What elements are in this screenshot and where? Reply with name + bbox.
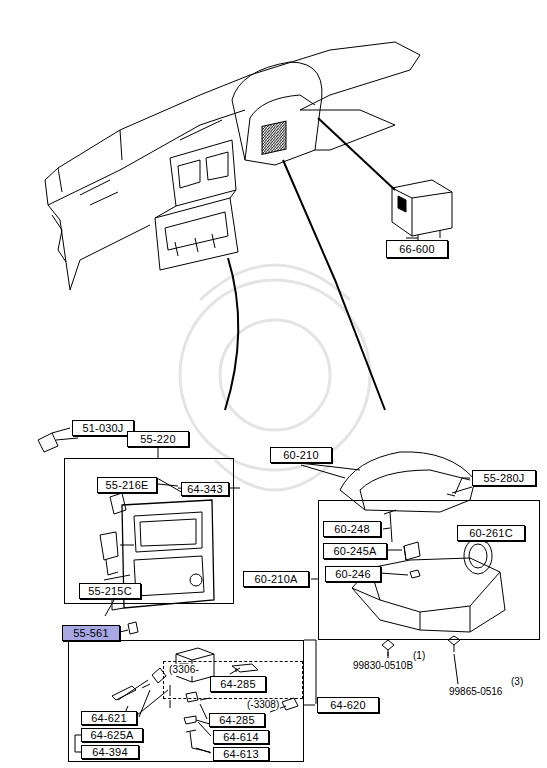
part-group: (3306- 64-285	[163, 661, 303, 699]
group-part-number: 55-220	[140, 433, 175, 445]
part-number-box: 55-216E	[97, 477, 157, 493]
part-number: 64-285	[220, 678, 255, 690]
part-number-box: 60-261C	[457, 525, 525, 541]
part-number: 66-600	[399, 243, 434, 255]
part-number: 55-561	[73, 627, 108, 639]
part-number: 64-343	[187, 483, 222, 495]
part-number: 55-215C	[88, 585, 132, 597]
part-number-box: 64-285	[210, 676, 266, 692]
part-number-box: 64-625A	[81, 728, 143, 742]
part-number: 64-394	[92, 746, 127, 758]
part-number-box: 64-285	[209, 713, 265, 727]
part-number: 64-613	[223, 748, 258, 760]
part-group: 60-210A60-24860-245A60-24660-261C	[318, 500, 540, 640]
group-part-number: (3306-	[169, 664, 199, 676]
part-number-box: 55-215C	[79, 583, 141, 599]
part-number: 60-210	[283, 449, 318, 461]
part-number-box: 60-210	[270, 447, 332, 463]
part-group: 55-22055-216E64-34355-215C	[64, 458, 234, 604]
part-number-box: 55-280J	[472, 470, 536, 486]
group-part-number: 64-620	[330, 699, 365, 711]
group-heading-box: 64-620	[317, 697, 379, 713]
part-number-box: 64-394	[81, 745, 139, 759]
part-number: 64-621	[91, 712, 126, 724]
part-number: 60-245A	[334, 545, 377, 557]
part-number: 60-246	[335, 568, 370, 580]
part-number: 64-614	[223, 731, 258, 743]
part-number: 64-625A	[91, 729, 134, 741]
part-number-box: 66-600	[386, 240, 448, 258]
part-number-box: 64-613	[213, 747, 269, 761]
part-code-label: (1)	[412, 650, 426, 661]
part-number: 55-280J	[483, 472, 524, 484]
group-heading-box: 55-220	[127, 431, 189, 447]
part-number-box: 64-614	[213, 730, 269, 744]
group-part-number: 60-210A	[255, 573, 298, 585]
part-number: 60-261C	[469, 527, 513, 539]
part-number: 55-216E	[106, 479, 149, 491]
part-number: 51-030J	[82, 422, 123, 434]
part-number-box: 60-248	[323, 521, 381, 537]
part-number-box: 51-030J	[72, 420, 134, 436]
part-code-label: 99865-0516	[448, 686, 503, 697]
part-number: 64-285	[219, 714, 254, 726]
part-number: 60-248	[334, 523, 369, 535]
part-number-box: 64-343	[181, 482, 229, 496]
part-number-box: 60-246	[325, 566, 381, 582]
part-number-box: 55-561	[62, 625, 120, 641]
part-code-label: (-3308)	[246, 699, 280, 710]
part-number-box: 64-621	[81, 711, 137, 725]
part-code-label: (3)	[510, 676, 524, 687]
part-number-box: 60-245A	[323, 543, 387, 559]
part-code-label: 99830-0510B	[352, 660, 414, 671]
group-heading-box: (3306-	[168, 664, 208, 676]
group-heading-box: 60-210A	[243, 571, 309, 587]
